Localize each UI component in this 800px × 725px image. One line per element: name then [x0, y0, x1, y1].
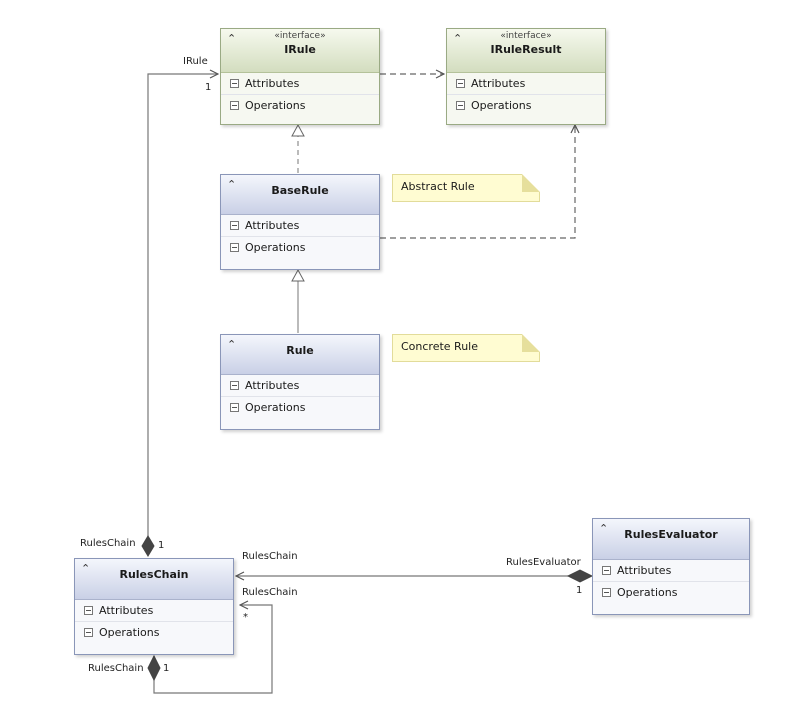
expand-box-icon[interactable]	[230, 381, 239, 390]
note-text: Concrete Rule	[401, 340, 478, 353]
compartment-attributes[interactable]: Attributes	[221, 375, 379, 397]
compartment-label: Attributes	[245, 219, 300, 232]
compartment-operations[interactable]: Operations	[593, 582, 749, 604]
class-header-baserule[interactable]: ⌃ BaseRule	[221, 175, 379, 215]
note-abstract-rule[interactable]: Abstract Rule	[392, 174, 540, 202]
stereotype-label: «interface»	[500, 31, 552, 41]
expand-box-icon[interactable]	[230, 403, 239, 412]
expand-box-icon[interactable]	[230, 79, 239, 88]
role-label-ruleschain-bottom: RulesChain	[88, 663, 144, 674]
collapse-icon[interactable]: ⌃	[227, 338, 237, 351]
note-fold-icon	[522, 334, 540, 352]
compartment-attributes[interactable]: Attributes	[447, 73, 605, 95]
collapse-icon[interactable]: ⌃	[599, 522, 609, 535]
multiplicity-label-ruleschain-top: 1	[158, 540, 165, 551]
note-concrete-rule[interactable]: Concrete Rule	[392, 334, 540, 362]
class-header-rule[interactable]: ⌃ Rule	[221, 335, 379, 375]
composition-diamond-ruleschain-top	[141, 535, 155, 557]
compartment-attributes[interactable]: Attributes	[75, 600, 233, 622]
expand-box-icon[interactable]	[84, 606, 93, 615]
compartment-operations[interactable]: Operations	[447, 95, 605, 117]
expand-box-icon[interactable]	[230, 243, 239, 252]
class-name-rule: Rule	[286, 344, 314, 357]
role-label-ruleschain-top: RulesChain	[80, 538, 136, 549]
class-box-rule[interactable]: ⌃ Rule Attributes Operations	[220, 334, 380, 430]
compartment-label: Operations	[471, 99, 532, 112]
collapse-icon[interactable]: ⌃	[227, 178, 237, 191]
composition-diamond-rulesevaluator	[566, 569, 594, 583]
expand-box-icon[interactable]	[456, 101, 465, 110]
collapse-icon[interactable]: ⌃	[453, 32, 463, 45]
role-label-evaluator-link: RulesChain	[242, 551, 298, 562]
multiplicity-label-rulesevaluator: 1	[576, 585, 583, 596]
compartment-label: Attributes	[245, 379, 300, 392]
compartment-attributes[interactable]: Attributes	[221, 215, 379, 237]
compartment-label: Attributes	[471, 77, 526, 90]
stereotype-label: «interface»	[274, 31, 326, 41]
expand-box-icon[interactable]	[602, 566, 611, 575]
expand-box-icon[interactable]	[602, 588, 611, 597]
compartment-attributes[interactable]: Attributes	[221, 73, 379, 95]
compartment-label: Operations	[245, 241, 306, 254]
composition-diamond-ruleschain-bottom	[147, 654, 161, 682]
class-name-rulesevaluator: RulesEvaluator	[624, 528, 718, 541]
class-header-iruleresult[interactable]: ⌃ «interface» IRuleResult	[447, 29, 605, 73]
class-box-rulesevaluator[interactable]: ⌃ RulesEvaluator Attributes Operations	[592, 518, 750, 615]
compartment-label: Operations	[245, 99, 306, 112]
class-header-rulesevaluator[interactable]: ⌃ RulesEvaluator	[593, 519, 749, 560]
compartment-operations[interactable]: Operations	[221, 397, 379, 419]
multiplicity-label-ruleschain-self: *	[243, 612, 248, 623]
class-box-baserule[interactable]: ⌃ BaseRule Attributes Operations	[220, 174, 380, 270]
expand-box-icon[interactable]	[84, 628, 93, 637]
class-box-irule[interactable]: ⌃ «interface» IRule Attributes Operation…	[220, 28, 380, 125]
class-header-ruleschain[interactable]: ⌃ RulesChain	[75, 559, 233, 600]
note-text: Abstract Rule	[401, 180, 475, 193]
multiplicity-label-irule: 1	[205, 82, 212, 93]
class-box-iruleresult[interactable]: ⌃ «interface» IRuleResult Attributes Ope…	[446, 28, 606, 125]
multiplicity-label-ruleschain-bottom: 1	[163, 663, 170, 674]
compartment-label: Operations	[617, 586, 678, 599]
class-box-ruleschain[interactable]: ⌃ RulesChain Attributes Operations	[74, 558, 234, 655]
compartment-operations[interactable]: Operations	[75, 622, 233, 644]
role-label-ruleschain-self: RulesChain	[242, 587, 298, 598]
compartment-operations[interactable]: Operations	[221, 95, 379, 117]
compartment-label: Operations	[99, 626, 160, 639]
compartment-label: Attributes	[617, 564, 672, 577]
class-name-baserule: BaseRule	[271, 184, 329, 197]
class-name-irule: IRule	[284, 43, 316, 56]
compartment-label: Attributes	[99, 604, 154, 617]
role-label-irule: IRule	[183, 56, 208, 67]
association-ruleschain-irule	[147, 74, 218, 536]
compartment-operations[interactable]: Operations	[221, 237, 379, 259]
role-label-rulesevaluator: RulesEvaluator	[506, 557, 581, 568]
collapse-icon[interactable]: ⌃	[227, 32, 237, 45]
compartment-attributes[interactable]: Attributes	[593, 560, 749, 582]
collapse-icon[interactable]: ⌃	[81, 562, 91, 575]
class-header-irule[interactable]: ⌃ «interface» IRule	[221, 29, 379, 73]
expand-box-icon[interactable]	[456, 79, 465, 88]
note-fold-icon	[522, 174, 540, 192]
compartment-label: Operations	[245, 401, 306, 414]
class-name-iruleresult: IRuleResult	[490, 43, 562, 56]
expand-box-icon[interactable]	[230, 101, 239, 110]
expand-box-icon[interactable]	[230, 221, 239, 230]
compartment-label: Attributes	[245, 77, 300, 90]
class-name-ruleschain: RulesChain	[119, 568, 189, 581]
